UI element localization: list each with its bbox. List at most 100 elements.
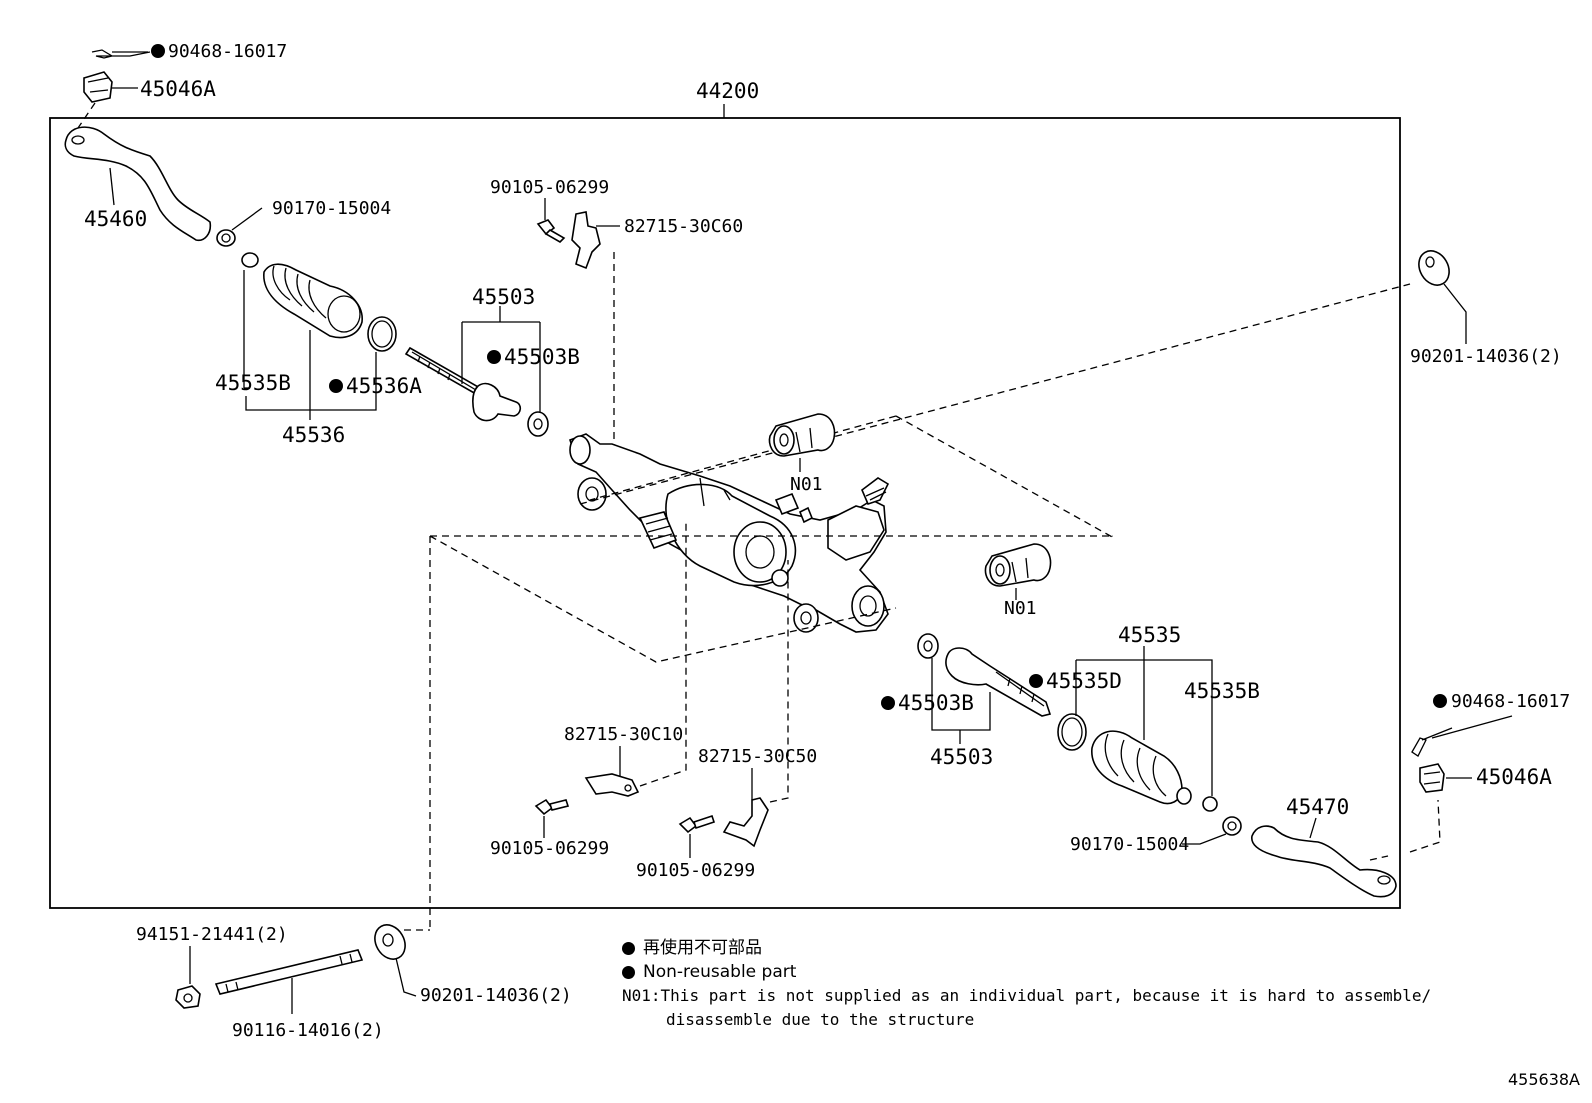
assembly-path xyxy=(429,535,1112,930)
leader xyxy=(1443,283,1467,344)
washer-left[interactable] xyxy=(527,411,549,437)
part-label[interactable]: 90468-16017 xyxy=(168,41,287,62)
note-line-1: :This part is not supplied as an individ… xyxy=(650,986,1432,1005)
clip-ring-left[interactable] xyxy=(241,252,259,268)
bracket-top[interactable] xyxy=(571,211,601,270)
assembly-path xyxy=(77,102,96,129)
part-label[interactable]: 90201-14036(2) xyxy=(420,985,572,1006)
assembly-path xyxy=(579,283,1411,539)
nonreusable-dot xyxy=(1029,674,1043,688)
legend-note: N01:This part is not supplied as an indi… xyxy=(622,984,1431,1008)
leader xyxy=(1075,646,1213,796)
part-label[interactable]: 90105-06299 xyxy=(636,860,755,881)
leader xyxy=(245,330,377,420)
part-label[interactable]: 90105-06299 xyxy=(490,838,609,859)
part-label[interactable]: 45535B xyxy=(215,371,291,395)
clip-ring-right[interactable] xyxy=(1202,796,1218,812)
bolt-long[interactable] xyxy=(214,949,364,995)
grommet-lower[interactable] xyxy=(984,543,1052,587)
leader xyxy=(1182,833,1227,845)
part-label[interactable]: 94151-21441(2) xyxy=(136,924,288,945)
legend-jp: 再使用不可部品 xyxy=(643,938,762,958)
castle-nut-right[interactable] xyxy=(1419,763,1445,793)
part-label[interactable]: 82715-30C60 xyxy=(624,216,743,237)
leader xyxy=(395,957,417,997)
part-label[interactable]: 45503 xyxy=(930,745,993,769)
part-label[interactable]: 45536 xyxy=(282,423,345,447)
part-label[interactable]: N01 xyxy=(1004,598,1037,619)
part-label[interactable]: 90468-16017 xyxy=(1451,691,1570,712)
part-label[interactable]: 45503B xyxy=(504,345,580,369)
leader xyxy=(931,658,991,744)
nonreusable-dot xyxy=(329,379,343,393)
legend: 再使用不可部品 Non-reusable part N01:This part … xyxy=(622,936,1431,1032)
boot-clamp-right[interactable] xyxy=(1057,713,1087,751)
legend-row-en: Non-reusable part xyxy=(622,960,1431,984)
nut-bottom[interactable] xyxy=(175,985,201,1009)
leader xyxy=(461,306,541,412)
figure-reference: 455638A xyxy=(1507,1070,1580,1089)
cotter-pin-right[interactable] xyxy=(1411,727,1453,757)
part-label[interactable]: 90170-15004 xyxy=(272,198,391,219)
bolt-top[interactable] xyxy=(536,219,566,243)
legend-row-jp: 再使用不可部品 xyxy=(622,936,1431,960)
nonreusable-dot xyxy=(487,350,501,364)
bracket-mid-right[interactable] xyxy=(722,797,769,848)
part-label[interactable]: N01 xyxy=(790,474,823,495)
castle-nut-top-left[interactable] xyxy=(83,71,113,103)
rack-end-right[interactable] xyxy=(945,647,1052,717)
boot-left[interactable] xyxy=(263,263,363,339)
part-label[interactable]: 45503 xyxy=(472,285,535,309)
part-label[interactable]: 45046A xyxy=(1476,765,1552,789)
part-label[interactable]: 45535B xyxy=(1184,679,1260,703)
nonreusable-dot xyxy=(622,965,635,979)
assembly-path xyxy=(639,520,687,787)
part-label[interactable]: 45536A xyxy=(346,374,422,398)
assembly-path xyxy=(769,560,789,803)
washer-right[interactable] xyxy=(917,633,939,659)
part-label[interactable]: 45503B xyxy=(898,691,974,715)
part-label[interactable]: 45460 xyxy=(84,207,147,231)
bolt-mid-left[interactable] xyxy=(534,798,570,816)
tie-rod-end-left[interactable] xyxy=(64,126,212,242)
tie-rod-end-right[interactable] xyxy=(1251,825,1397,898)
steering-rack-housing[interactable] xyxy=(568,433,890,633)
boot-right[interactable] xyxy=(1091,730,1192,805)
part-label[interactable]: 90105-06299 xyxy=(490,177,609,198)
washer-right-top[interactable] xyxy=(1413,245,1455,290)
clamp-right[interactable] xyxy=(1222,816,1242,836)
note-code: N01 xyxy=(622,986,651,1005)
legend-en: Non-reusable part xyxy=(643,962,797,982)
assembly-path xyxy=(1369,799,1441,861)
bolt-mid-right[interactable] xyxy=(678,814,716,834)
leader xyxy=(109,167,115,206)
part-label[interactable]: 82715-30C10 xyxy=(564,724,683,745)
boot-clamp-left[interactable] xyxy=(367,316,397,352)
part-label[interactable]: 45535 xyxy=(1118,623,1181,647)
washer-bottom[interactable] xyxy=(369,919,411,964)
clamp-left[interactable] xyxy=(216,229,236,247)
leader xyxy=(243,270,250,389)
bracket-mid-left[interactable] xyxy=(584,773,640,797)
part-label[interactable]: 90116-14016(2) xyxy=(232,1020,384,1041)
part-label[interactable]: 82715-30C50 xyxy=(698,746,817,767)
part-label[interactable]: 45046A xyxy=(140,77,216,101)
part-label[interactable]: 45535D xyxy=(1046,669,1122,693)
leader xyxy=(1431,715,1513,739)
assembly-frame xyxy=(49,117,1401,909)
part-label[interactable]: 90170-15004 xyxy=(1070,834,1189,855)
part-label[interactable]: 90201-14036(2) xyxy=(1410,346,1562,367)
note-line-2: disassemble due to the structure xyxy=(666,1010,975,1029)
cotter-pin-top-left[interactable] xyxy=(91,49,151,59)
part-label[interactable]: 45470 xyxy=(1286,795,1349,819)
grommet-upper[interactable] xyxy=(768,413,836,457)
nonreusable-dot xyxy=(881,696,895,710)
leader xyxy=(231,207,263,231)
assembly-number[interactable]: 44200 xyxy=(696,79,759,103)
nonreusable-dot xyxy=(1433,694,1447,708)
leader xyxy=(1309,817,1317,839)
nonreusable-dot xyxy=(151,44,165,58)
nonreusable-dot xyxy=(622,941,635,955)
